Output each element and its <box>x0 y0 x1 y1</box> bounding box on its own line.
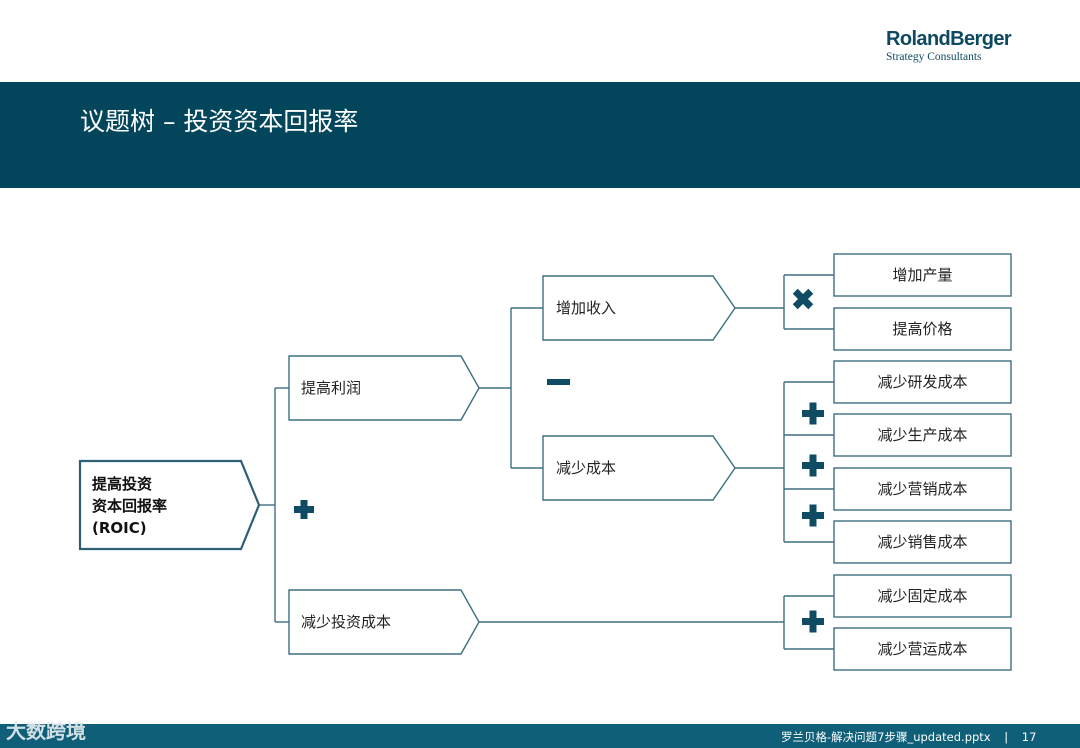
root-node <box>78 459 261 551</box>
leaf-box-7 <box>833 574 1012 618</box>
node-label-increase-revenue: 增加收入 <box>556 299 617 317</box>
node-reduce-cost <box>542 435 736 501</box>
leaf-box-5 <box>833 467 1012 511</box>
slide-title: 议题树 – 投资资本回报率 <box>80 107 359 136</box>
leaf-box-8 <box>833 627 1012 671</box>
plus-icon <box>802 610 824 633</box>
leaf-box-6 <box>833 520 1012 564</box>
plus-icon <box>802 504 824 527</box>
leaf-label: 减少销售成本 <box>877 533 968 551</box>
node-label-reduce-investment: 减少投资成本 <box>301 613 392 631</box>
root-line-3: (ROIC) <box>92 519 147 537</box>
footer-separator: | <box>1004 730 1009 744</box>
root-node-label: 提高投资 资本回报率 (ROIC) <box>92 473 167 539</box>
root-line-1: 提高投资 <box>92 475 153 493</box>
leaf-label: 提高价格 <box>892 320 953 338</box>
root-line-2: 资本回报率 <box>92 497 168 515</box>
leaf-box-1 <box>833 253 1012 297</box>
leaf-box-3 <box>833 360 1012 404</box>
node-increase-revenue <box>542 275 736 341</box>
plus-icon <box>294 500 314 519</box>
node-label-reduce-cost: 减少成本 <box>556 459 617 477</box>
watermark: 大数跨境 <box>6 715 86 744</box>
leaf-label: 减少营运成本 <box>877 640 968 658</box>
footer-bar <box>0 724 1080 748</box>
plus-icon <box>802 402 824 425</box>
logo-name: RolandBerger <box>886 28 1012 50</box>
leaf-label: 减少固定成本 <box>877 587 968 605</box>
leaf-box-4 <box>833 413 1012 457</box>
footer-page-number: 17 <box>1021 730 1037 744</box>
minus-icon <box>547 379 570 385</box>
watermark-text: 大数跨境 <box>6 719 86 743</box>
node-reduce-investment <box>288 589 480 655</box>
title-banner <box>0 82 1080 188</box>
leaf-label: 减少生产成本 <box>877 426 968 444</box>
leaf-box-2 <box>833 307 1012 351</box>
logo-tagline: Strategy Consultants <box>886 51 982 63</box>
leaf-label: 减少营销成本 <box>877 480 968 498</box>
leaf-label: 减少研发成本 <box>877 373 968 391</box>
node-label-increase-profit: 提高利润 <box>301 379 362 397</box>
multiply-icon <box>792 288 814 310</box>
roland-berger-logo: RolandBerger Strategy Consultants <box>886 28 1016 63</box>
plus-icon <box>802 454 824 477</box>
footer-info: 罗兰贝格-解决问题7步骤_updated.pptx | 17 <box>781 729 1036 745</box>
leaf-label: 增加产量 <box>892 266 953 284</box>
footer-filename: 罗兰贝格-解决问题7步骤_updated.pptx <box>781 730 991 744</box>
node-increase-profit <box>288 355 480 421</box>
